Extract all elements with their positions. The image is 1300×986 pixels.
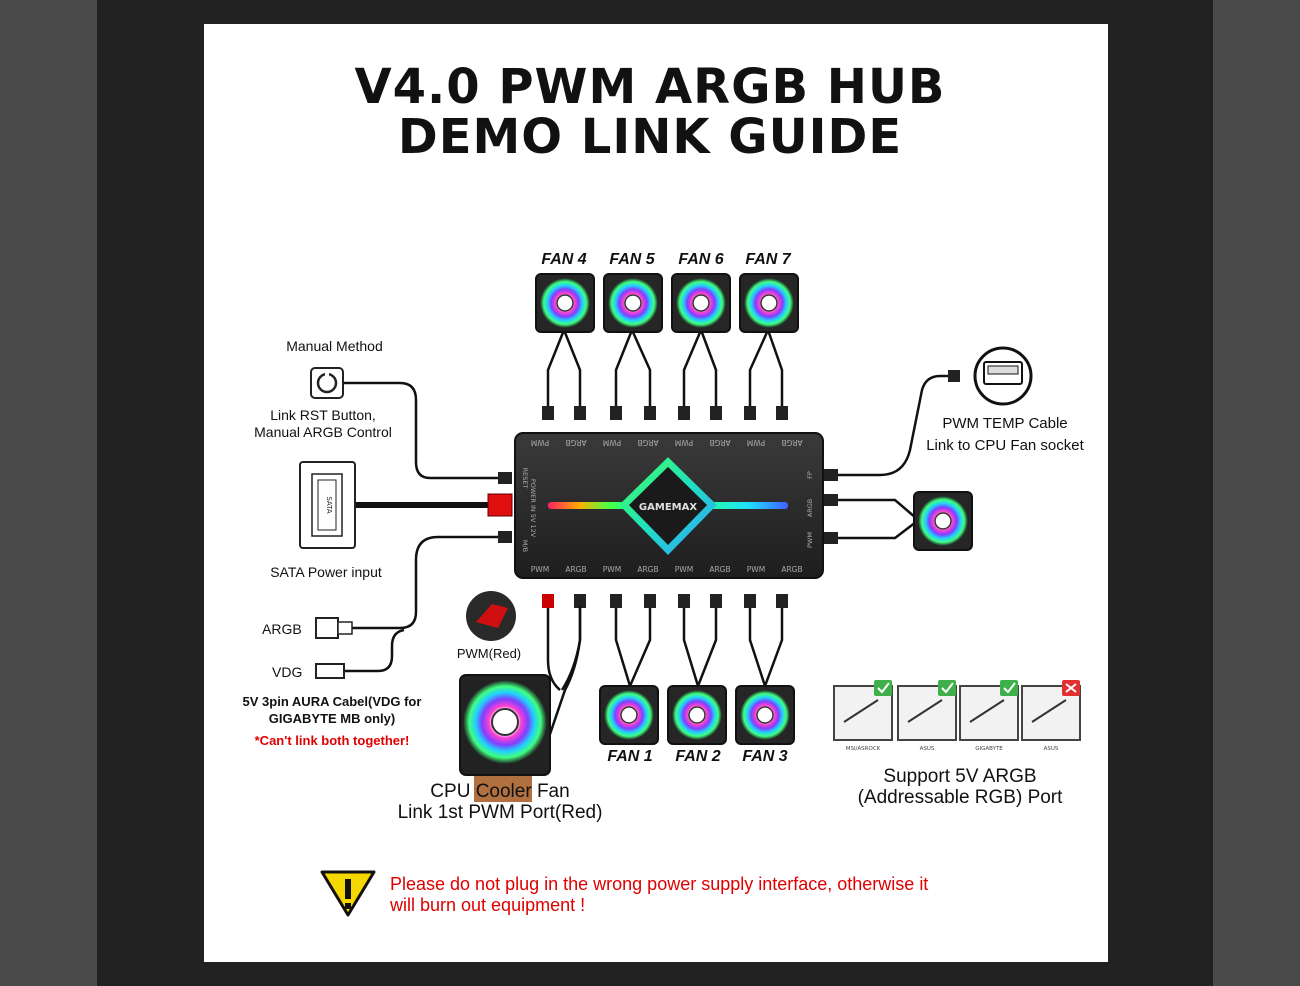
fan-7-icon xyxy=(739,273,799,333)
argb-plug-icon xyxy=(315,617,353,639)
warning-line-2: will burn out equipment ! xyxy=(390,895,586,915)
fan-label-4: FAN 4 xyxy=(541,251,587,268)
cpu-cooler-label-line-1: CPU Cooler Fan xyxy=(430,781,570,802)
support-label-line-1: Support 5V ARGB xyxy=(883,766,1037,787)
fan-label-1: FAN 1 xyxy=(607,748,653,765)
hub-port-bottom: ARGB xyxy=(637,565,658,574)
right-fan-cables xyxy=(835,498,917,540)
hub-port-top: PWM xyxy=(747,438,765,447)
mb-brand-label: ASUS xyxy=(1044,746,1059,752)
rst-label-line-1: Link RST Button, xyxy=(270,407,376,423)
manual-method-label: Manual Method xyxy=(286,338,383,354)
fan-6-icon xyxy=(671,273,731,333)
aura-label-line-1: 5V 3pin AURA Cabel(VDG for xyxy=(242,694,422,709)
sata-plug-label: SATA xyxy=(325,496,333,514)
fan-label-2: FAN 2 xyxy=(675,748,721,765)
hub-port-top: PWM xyxy=(603,438,621,447)
hub-port-left: POWER IN 5V 12V xyxy=(529,479,537,538)
top-connectors xyxy=(542,406,788,420)
aura-label-line-2: GIGABYTE MB only) xyxy=(268,711,396,726)
hub-bottom-port-labels: PWM ARGB PWM ARGB PWM ARGB PWM ARGB xyxy=(531,565,803,574)
cpu-fan-socket-icon xyxy=(973,346,1033,406)
title-line-2: DEMO LINK GUIDE xyxy=(397,109,903,165)
pwm-temp-cable xyxy=(824,370,960,481)
hub-port-bottom: ARGB xyxy=(781,565,802,574)
pwm-red-label: PWM(Red) xyxy=(456,646,522,661)
hub-top-port-labels: PWM ARGB PWM ARGB PWM ARGB PWM ARGB xyxy=(531,438,803,447)
warning-text: Please do not plug in the wrong power su… xyxy=(390,874,928,916)
hub-side-port-labels: RESET POWER IN 5V 12V M/B FP ARGB PWM xyxy=(521,468,814,553)
hub-port-bottom: PWM xyxy=(747,565,765,574)
hub-port-top: ARGB xyxy=(637,438,658,447)
hub-port-bottom: ARGB xyxy=(565,565,586,574)
mb-brand-label: GIGABYTE xyxy=(975,746,1003,752)
fan-label-7: FAN 7 xyxy=(745,251,791,268)
cant-link-warning: *Can't link both together! xyxy=(254,733,410,748)
hub-port-bottom: PWM xyxy=(603,565,621,574)
left-cables xyxy=(343,381,513,673)
hub-port-left: RESET xyxy=(521,468,529,489)
sata-label: SATA Power input xyxy=(270,564,382,580)
bottom-fan-cables xyxy=(546,600,784,691)
hub-port-top: PWM xyxy=(675,438,693,447)
mb-brand-labels: MSI/ASROCK ASUS GIGABYTE ASUS xyxy=(846,746,1059,752)
hub-port-bottom: PWM xyxy=(531,565,549,574)
pwm-red-logo-icon xyxy=(466,591,516,641)
fan-side-icon xyxy=(913,491,973,551)
hub-brand: GAMEMAX xyxy=(639,502,697,513)
fan-5-icon xyxy=(603,273,663,333)
mb-brand-icons xyxy=(833,685,1081,741)
argb-label: ARGB xyxy=(262,621,302,637)
rst-button-icon xyxy=(310,367,344,399)
fan-label-3: FAN 3 xyxy=(742,748,788,765)
hub-port-top: ARGB xyxy=(781,438,802,447)
warning-icon xyxy=(320,870,376,917)
bottom-connectors xyxy=(542,594,788,608)
cpu-cooler-icon xyxy=(459,674,551,802)
top-fan-cables xyxy=(546,329,784,410)
fan-4-icon xyxy=(535,273,595,333)
fan-1-icon xyxy=(599,685,659,745)
hub-port-right: FP xyxy=(806,471,814,479)
page-title: V4.0 PWM ARGB HUB DEMO LINK GUIDE xyxy=(0,62,1300,162)
hub-port-left: M/B xyxy=(521,540,529,552)
warning-line-1: Please do not plug in the wrong power su… xyxy=(390,874,929,894)
vdg-plug-icon xyxy=(315,663,345,679)
sata-plug-icon xyxy=(299,461,356,549)
hub-body: GAMEMAX xyxy=(514,432,824,579)
mb-brand-label: MSI/ASROCK xyxy=(846,746,881,752)
fan-3-icon xyxy=(735,685,795,745)
support-label-line-2: (Addressable RGB) Port xyxy=(857,787,1063,808)
rst-label-line-2: Manual ARGB Control xyxy=(254,424,392,440)
vdg-label: VDG xyxy=(272,664,303,680)
mb-status-badges xyxy=(874,680,1080,696)
cpu-cooler-label-line-2: Link 1st PWM Port(Red) xyxy=(397,802,603,823)
hub-port-bottom: ARGB xyxy=(709,565,730,574)
hub-port-right: PWM xyxy=(806,532,814,548)
pwm-temp-label-line-2: Link to CPU Fan socket xyxy=(926,437,1084,454)
hub-port-right: ARGB xyxy=(806,499,814,517)
fan-label-6: FAN 6 xyxy=(678,251,724,268)
fan-2-icon xyxy=(667,685,727,745)
fan-label-5: FAN 5 xyxy=(609,251,655,268)
hub-port-bottom: PWM xyxy=(675,565,693,574)
hub-port-top: PWM xyxy=(531,438,549,447)
title-line-1: V4.0 PWM ARGB HUB xyxy=(354,59,946,115)
hub-port-top: ARGB xyxy=(709,438,730,447)
mb-brand-label: ASUS xyxy=(920,746,935,752)
hub-port-top: ARGB xyxy=(565,438,586,447)
pwm-temp-label-line-1: PWM TEMP Cable xyxy=(942,415,1068,432)
